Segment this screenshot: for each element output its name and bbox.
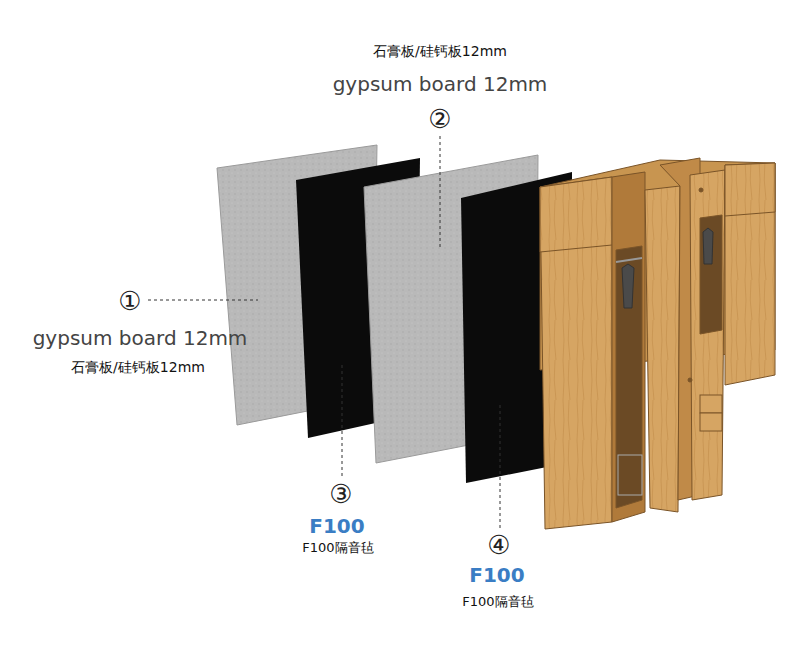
wardrobe <box>540 158 775 529</box>
callout-number: ④ <box>487 531 510 560</box>
product-code: F100 <box>469 564 524 586</box>
product-label-cn: F100隔音毡 <box>462 595 533 609</box>
material-label: gypsum board 12mm <box>333 73 548 95</box>
material-label-cn: 石膏板/硅钙板12mm <box>71 360 205 375</box>
callout-number: ③ <box>329 480 352 509</box>
material-label: gypsum board 12mm <box>33 327 248 349</box>
product-label-cn: F100隔音毡 <box>302 541 373 555</box>
product-code: F100 <box>309 515 364 537</box>
callout-number: ② <box>428 105 451 134</box>
material-label-cn: 石膏板/硅钙板12mm <box>373 44 507 59</box>
callout-number: ① <box>118 287 141 316</box>
